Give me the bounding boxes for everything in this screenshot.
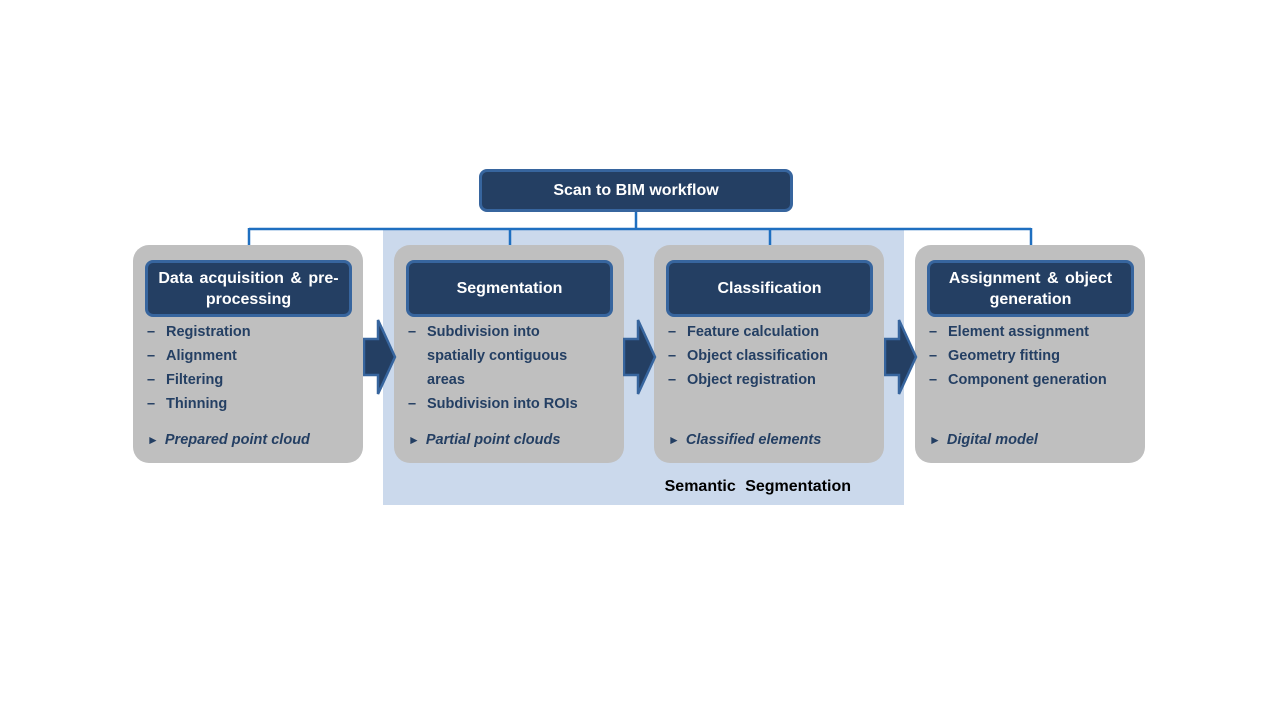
stage-step-list: –Registration –Alignment –Filtering –Thi…	[147, 320, 357, 416]
stage-title: Assignment & object generation	[948, 269, 1113, 308]
stage-output: ►Partial point clouds	[408, 432, 561, 448]
dash-marker: –	[408, 324, 417, 340]
stage-step-list: –Element assignment –Geometry fitting –C…	[929, 320, 1139, 392]
workflow-root-label: Scan to BIM workflow	[553, 181, 719, 199]
stage-output: ►Prepared point cloud	[147, 432, 310, 448]
workflow-root-box: Scan to BIM workflow	[479, 169, 793, 212]
stage-step: –Thinning	[147, 392, 357, 416]
triangle-marker-icon: ►	[929, 433, 941, 447]
stage-assignment: Assignment & object generation –Element …	[915, 245, 1145, 463]
stage-output: ►Digital model	[929, 432, 1038, 448]
flow-arrow-icon	[363, 319, 397, 395]
stage-segmentation: Segmentation –Subdivision into spatially…	[394, 245, 624, 463]
triangle-marker-icon: ►	[408, 433, 420, 447]
dash-marker: –	[147, 396, 156, 412]
stage-step: –Object classification	[668, 344, 878, 368]
dash-marker: –	[929, 348, 938, 364]
stage-step: –Element assignment	[929, 320, 1139, 344]
stage-output: ►Classified elements	[668, 432, 822, 448]
stage-title-box: Classification	[666, 260, 873, 317]
stage-step: –Subdivision into spatially contiguous a…	[408, 320, 577, 392]
stage-title: Data acquisition & pre-processing	[158, 269, 339, 308]
stage-step-list: –Subdivision into spatially contiguous a…	[408, 320, 618, 416]
semantic-segmentation-label: Semantic Segmentation	[664, 478, 851, 495]
stage-step-list: –Feature calculation –Object classificat…	[668, 320, 878, 392]
stage-step: –Object registration	[668, 368, 878, 392]
stage-title: Segmentation	[456, 280, 563, 297]
stage-data-acquisition: Data acquisition & pre-processing –Regis…	[133, 245, 363, 463]
stage-step: –Filtering	[147, 368, 357, 392]
dash-marker: –	[408, 396, 417, 412]
dash-marker: –	[929, 324, 938, 340]
stage-step: –Subdivision into ROIs	[408, 392, 618, 416]
stage-title-box: Assignment & object generation	[927, 260, 1134, 317]
dash-marker: –	[668, 324, 677, 340]
dash-marker: –	[147, 324, 156, 340]
triangle-marker-icon: ►	[147, 433, 159, 447]
stage-title-box: Segmentation	[406, 260, 613, 317]
triangle-marker-icon: ►	[668, 433, 680, 447]
stage-step: –Registration	[147, 320, 357, 344]
stage-step: –Feature calculation	[668, 320, 878, 344]
dash-marker: –	[929, 372, 938, 388]
stage-title: Classification	[717, 280, 822, 297]
dash-marker: –	[147, 348, 156, 364]
stage-step: –Alignment	[147, 344, 357, 368]
dash-marker: –	[147, 372, 156, 388]
stage-step: –Component generation	[929, 368, 1139, 392]
flow-arrow-icon	[884, 319, 918, 395]
dash-marker: –	[668, 348, 677, 364]
stage-classification: Classification –Feature calculation –Obj…	[654, 245, 884, 463]
flow-arrow-icon	[623, 319, 657, 395]
stage-step: –Geometry fitting	[929, 344, 1139, 368]
stage-title-box: Data acquisition & pre-processing	[145, 260, 352, 317]
dash-marker: –	[668, 372, 677, 388]
